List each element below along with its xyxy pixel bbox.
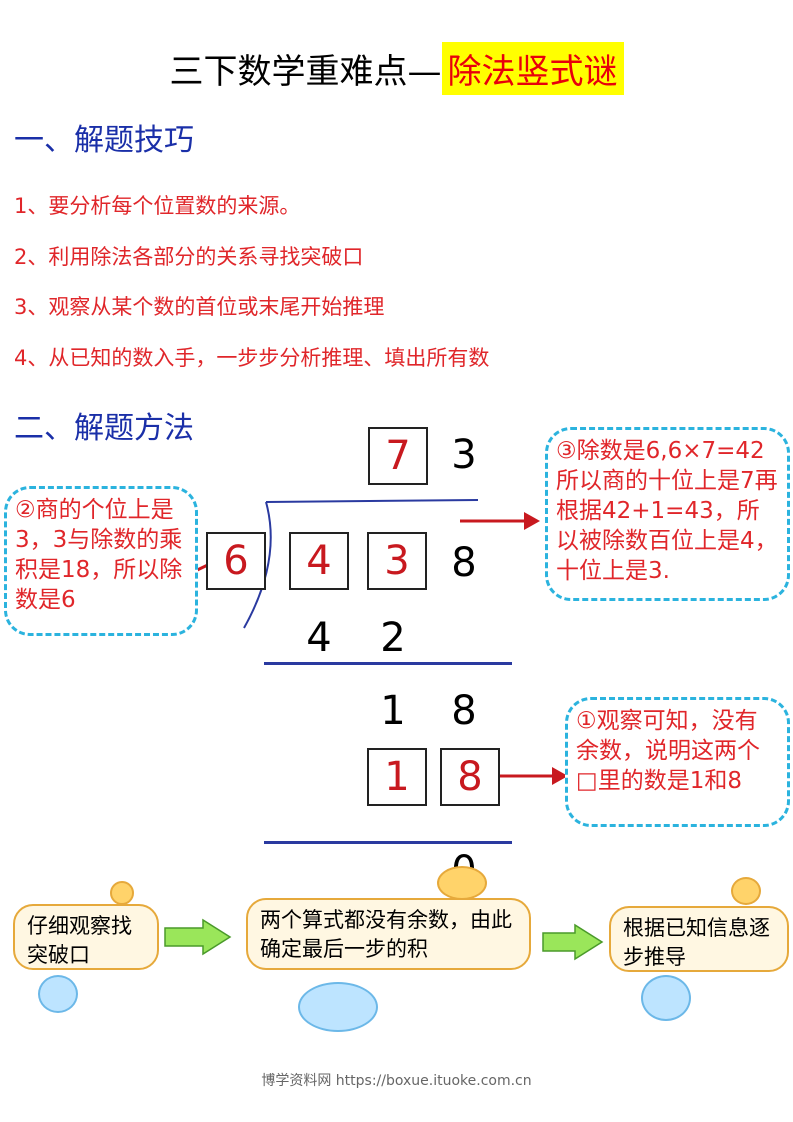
decor-dot: [641, 975, 691, 1021]
flow-arrow: [164, 918, 232, 956]
arrow-head: [524, 512, 540, 530]
tip-item: 4、从已知的数入手，一步步分析推理、填出所有数: [14, 346, 490, 370]
product2-box-tens: 1: [367, 748, 427, 806]
title-highlight: 除法竖式谜: [441, 41, 624, 95]
note-right-quotient: ③除数是6,6×7=42所以商的十位上是7再根据42+1=43，所以被除数百位上…: [545, 427, 790, 601]
product2-box-ones: 8: [440, 748, 500, 806]
decor-dot: [110, 881, 134, 905]
section-heading-techniques: 一、解题技巧: [14, 123, 194, 158]
title-main: 三下数学重难点—: [169, 51, 442, 92]
dividend-digit-ones: 8: [451, 540, 477, 586]
decor-dot: [437, 866, 487, 900]
dividend-box-hundreds: 4: [289, 532, 349, 590]
division-bar-line: [265, 499, 479, 503]
product1-digit-tens: 2: [380, 615, 406, 661]
remainder1-digit-tens: 1: [380, 688, 406, 734]
product1-digit-hundreds: 4: [306, 615, 332, 661]
flow-step-observe: 仔细观察找突破口: [13, 904, 159, 970]
flow-step-deduce: 根据已知信息逐步推导: [609, 906, 789, 972]
page-title: 三下数学重难点—除法竖式谜: [0, 38, 793, 98]
division-bracket-curve: [243, 501, 272, 629]
divisor-box: 6: [206, 532, 266, 590]
tip-item: 2、利用除法各部分的关系寻找突破口: [14, 245, 364, 269]
decor-dot: [731, 877, 761, 905]
tip-item: 3、观察从某个数的首位或末尾开始推理: [14, 295, 385, 319]
section-heading-methods: 二、解题方法: [14, 411, 194, 446]
remainder1-digit-ones: 8: [451, 688, 477, 734]
quotient-digit-ones: 3: [451, 432, 477, 478]
flow-arrow: [542, 923, 604, 961]
dividend-box-tens: 3: [367, 532, 427, 590]
decor-dot: [38, 975, 78, 1013]
decor-dot: [298, 982, 378, 1032]
subtraction-line: [264, 662, 512, 665]
flow-step-determine: 两个算式都没有余数，由此确定最后一步的积: [246, 898, 531, 970]
tip-item: 1、要分析每个位置数的来源。: [14, 194, 301, 218]
arrow-head: [552, 767, 568, 785]
note-right-remainder: ①观察可知，没有余数，说明这两个□里的数是1和8: [565, 697, 790, 827]
quotient-box-tens: 7: [368, 427, 428, 485]
footer-source: 博学资料网 https://boxue.ituoke.com.cn: [261, 1073, 532, 1089]
subtraction-line: [264, 841, 512, 844]
note-left-divisor: ②商的个位上是3，3与除数的乘积是18，所以除数是6: [4, 486, 198, 636]
